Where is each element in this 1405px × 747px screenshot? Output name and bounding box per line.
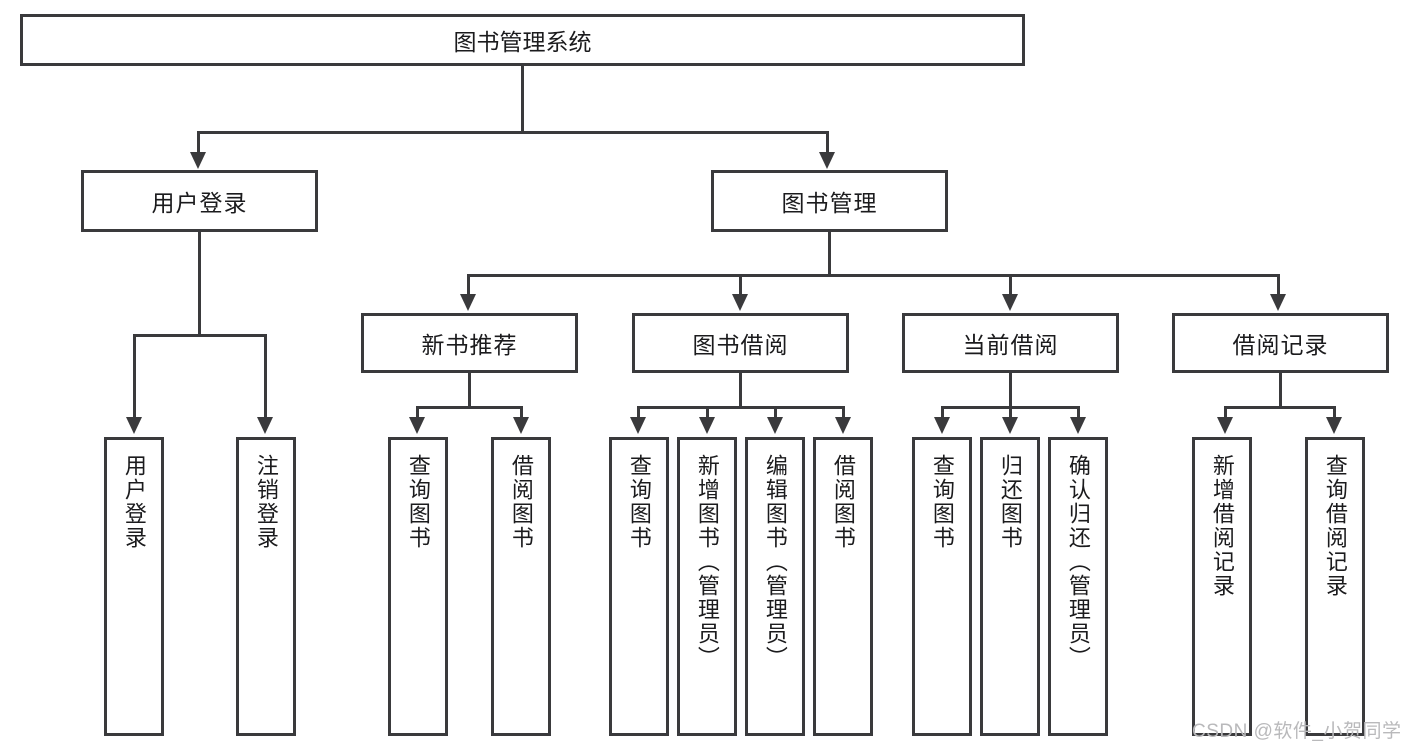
arrow-root-to-bookmgmt xyxy=(819,152,835,169)
arrow-current-to-leaf-2 xyxy=(1070,417,1086,434)
leaf-recommend-borrow-book[interactable]: 借阅图书 xyxy=(491,437,551,736)
connector-record-bus xyxy=(1224,406,1336,409)
leaf-label: 查询图书 xyxy=(929,454,955,550)
connector-login-bus xyxy=(133,334,267,337)
connector-borrow-to-leaf-2 xyxy=(774,406,777,419)
connector-bookmgmt-to-recommend xyxy=(467,274,470,296)
leaf-current-return-book[interactable]: 归还图书 xyxy=(980,437,1040,736)
node-label: 图书借阅 xyxy=(692,332,789,358)
node-new-book-recommend[interactable]: 新书推荐 xyxy=(361,313,578,373)
connector-bookmgmt-to-borrow xyxy=(739,274,742,296)
node-label: 新书推荐 xyxy=(421,332,518,358)
node-label: 用户登录 xyxy=(151,190,248,216)
leaf-label: 查询借阅记录 xyxy=(1322,454,1348,598)
connector-recommend-bus xyxy=(416,406,523,409)
node-book-management[interactable]: 图书管理 xyxy=(711,170,948,232)
leaf-label: 确认归还（管理员） xyxy=(1065,454,1091,670)
connector-recommend-stem xyxy=(468,373,471,408)
leaf-borrow-edit-book-admin[interactable]: 编辑图书（管理员） xyxy=(745,437,805,736)
node-borrow-record[interactable]: 借阅记录 xyxy=(1172,313,1389,373)
arrow-current-to-leaf-0 xyxy=(934,417,950,434)
leaf-current-query-book[interactable]: 查询图书 xyxy=(912,437,972,736)
connector-bookmgmt-to-record xyxy=(1277,274,1280,296)
connector-root-to-bookmgmt xyxy=(826,131,829,155)
connector-current-stem xyxy=(1009,373,1012,408)
leaf-label: 编辑图书（管理员） xyxy=(762,454,788,670)
connector-bookmgmt-bus xyxy=(467,274,1279,277)
leaf-label: 用户登录 xyxy=(121,454,147,550)
connector-current-to-leaf-2 xyxy=(1077,406,1080,419)
connector-login-to-leaf-0 xyxy=(133,334,136,419)
connector-borrow-to-leaf-3 xyxy=(842,406,845,419)
connector-bookmgmt-stem xyxy=(828,232,831,276)
leaf-label: 新增图书（管理员） xyxy=(694,454,720,670)
connector-borrow-to-leaf-1 xyxy=(706,406,709,419)
leaf-label: 查询图书 xyxy=(405,454,431,550)
leaf-borrow-query-book[interactable]: 查询图书 xyxy=(609,437,669,736)
node-label: 当前借阅 xyxy=(962,332,1059,358)
leaf-recommend-query-book[interactable]: 查询图书 xyxy=(388,437,448,736)
connector-current-to-leaf-0 xyxy=(941,406,944,419)
arrow-borrow-to-leaf-2 xyxy=(767,417,783,434)
leaf-borrow-borrow-book[interactable]: 借阅图书 xyxy=(813,437,873,736)
node-current-borrow[interactable]: 当前借阅 xyxy=(902,313,1119,373)
node-book-borrow[interactable]: 图书借阅 xyxy=(632,313,849,373)
arrow-root-to-login xyxy=(190,152,206,169)
arrow-borrow-to-leaf-1 xyxy=(699,417,715,434)
node-label: 借阅记录 xyxy=(1232,332,1329,358)
leaf-user-logout[interactable]: 注销登录 xyxy=(236,437,296,736)
connector-root-bus xyxy=(197,131,829,134)
leaf-label: 查询图书 xyxy=(626,454,652,550)
arrow-bookmgmt-to-record xyxy=(1270,294,1286,311)
connector-root-to-login xyxy=(197,131,200,155)
arrow-bookmgmt-to-recommend xyxy=(460,294,476,311)
leaf-borrow-add-book-admin[interactable]: 新增图书（管理员） xyxy=(677,437,737,736)
leaf-user-login[interactable]: 用户登录 xyxy=(104,437,164,736)
arrow-recommend-to-leaf-1 xyxy=(513,417,529,434)
arrow-login-to-leaf-0 xyxy=(126,417,142,434)
connector-record-stem xyxy=(1279,373,1282,408)
connector-login-to-leaf-1 xyxy=(264,334,267,419)
connector-record-to-leaf-0 xyxy=(1224,406,1227,419)
leaf-record-add-record[interactable]: 新增借阅记录 xyxy=(1192,437,1252,736)
arrow-record-to-leaf-0 xyxy=(1217,417,1233,434)
arrow-recommend-to-leaf-0 xyxy=(409,417,425,434)
arrow-borrow-to-leaf-0 xyxy=(630,417,646,434)
connector-current-to-leaf-1 xyxy=(1009,406,1012,419)
connector-borrow-to-leaf-0 xyxy=(637,406,640,419)
leaf-record-query-record[interactable]: 查询借阅记录 xyxy=(1305,437,1365,736)
leaf-label: 注销登录 xyxy=(253,454,279,550)
connector-bookmgmt-to-current xyxy=(1009,274,1012,296)
leaf-label: 归还图书 xyxy=(997,454,1023,550)
arrow-bookmgmt-to-current xyxy=(1002,294,1018,311)
node-label: 图书管理系统 xyxy=(453,29,592,55)
connector-root-stem xyxy=(521,66,524,133)
connector-borrow-bus xyxy=(637,406,845,409)
connector-borrow-stem xyxy=(739,373,742,408)
leaf-label: 借阅图书 xyxy=(830,454,856,550)
node-label: 图书管理 xyxy=(781,190,878,216)
arrow-bookmgmt-to-borrow xyxy=(732,294,748,311)
leaf-current-confirm-return-admin[interactable]: 确认归还（管理员） xyxy=(1048,437,1108,736)
leaf-label: 新增借阅记录 xyxy=(1209,454,1235,598)
connector-recommend-to-leaf-1 xyxy=(520,406,523,419)
arrow-borrow-to-leaf-3 xyxy=(835,417,851,434)
arrow-current-to-leaf-1 xyxy=(1002,417,1018,434)
connector-login-stem xyxy=(198,232,201,336)
arrow-login-to-leaf-1 xyxy=(257,417,273,434)
arrow-record-to-leaf-1 xyxy=(1326,417,1342,434)
node-user-login[interactable]: 用户登录 xyxy=(81,170,318,232)
leaf-label: 借阅图书 xyxy=(508,454,534,550)
connector-recommend-to-leaf-0 xyxy=(416,406,419,419)
connector-record-to-leaf-1 xyxy=(1333,406,1336,419)
node-root-system[interactable]: 图书管理系统 xyxy=(20,14,1025,66)
